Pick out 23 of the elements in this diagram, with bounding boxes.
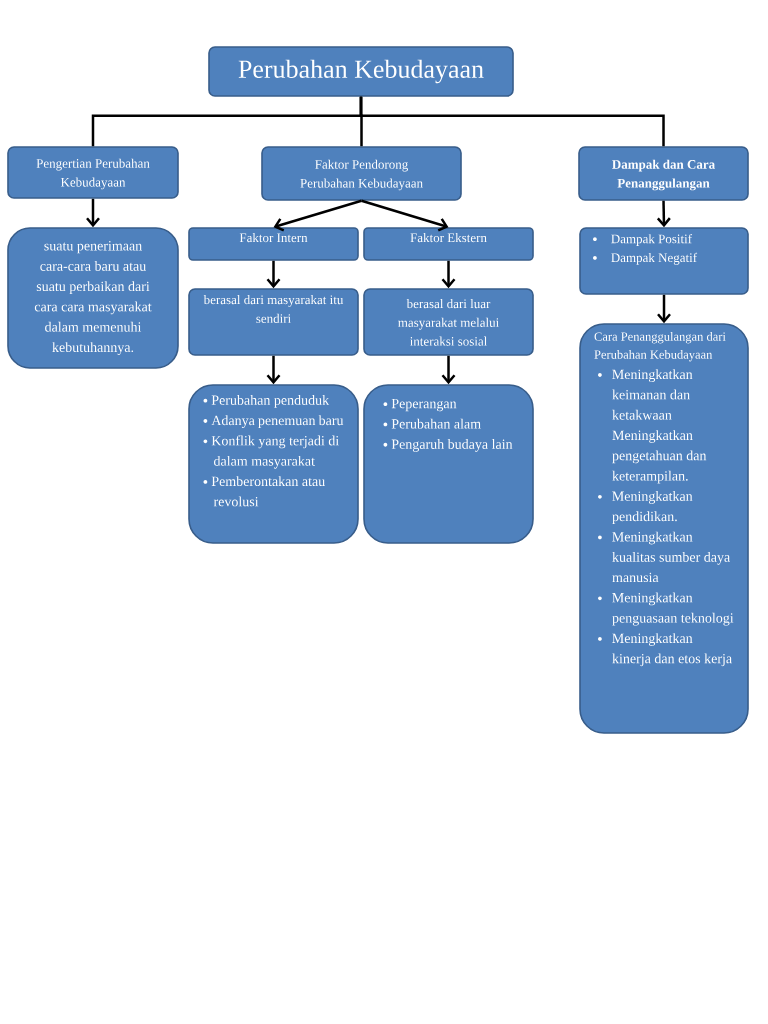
description-box: berasal dari masyarakat itu sendiri	[188, 288, 359, 356]
arrow	[86, 198, 100, 228]
description-box: berasal dari luar masyarakat melalui interaksi sosial	[363, 288, 534, 356]
arrow	[441, 355, 456, 385]
arrow	[441, 260, 456, 289]
arrow	[266, 260, 281, 289]
heading-box: Dampak dan Cara Penanggulangan	[578, 146, 749, 201]
factor-box: Faktor Ekstern	[363, 227, 534, 261]
arrow	[656, 200, 671, 228]
list-box: Peperangan Perubahan alam Pengaruh budaya lain	[363, 384, 534, 544]
arrow	[657, 294, 671, 324]
factor-box: Faktor Intern	[188, 227, 359, 261]
list-box: Cara Penanggulangan dari Perubahan Kebudayaan Meningkatkan keimanan dan ketakwaan Meningkatkan pengetahuan dan keterampilan. Meningkatkan pendidikan. Meningkatkan kualitas sumber daya manusia Meningkatkan penguasaan teknologi Meningkatkan kinerja dan etos kerja	[579, 323, 749, 734]
title-box: Perubahan Kebudayaan	[208, 46, 514, 97]
heading-box: Faktor Pendorong Perubahan Kebudayaan	[261, 146, 462, 201]
arrow	[361, 199, 449, 232]
list-box: Perubahan penduduk Adanya penemuan baru Konflik yang terjadi di dalam masyarakat Pemberontakan atau revolusi	[188, 384, 359, 544]
arrow	[273, 199, 362, 232]
definition-box: suatu penerimaan cara-cara baru atau suatu perbaikan dari cara cara masyarakat dalam memenuhi kebutuhannya.	[7, 227, 179, 369]
connector-line	[359, 96, 665, 147]
list-box: Dampak Positif Dampak Negatif	[579, 227, 749, 295]
heading-box: Pengertian Perubahan Kebudayaan	[7, 146, 179, 199]
arrow	[266, 355, 281, 385]
